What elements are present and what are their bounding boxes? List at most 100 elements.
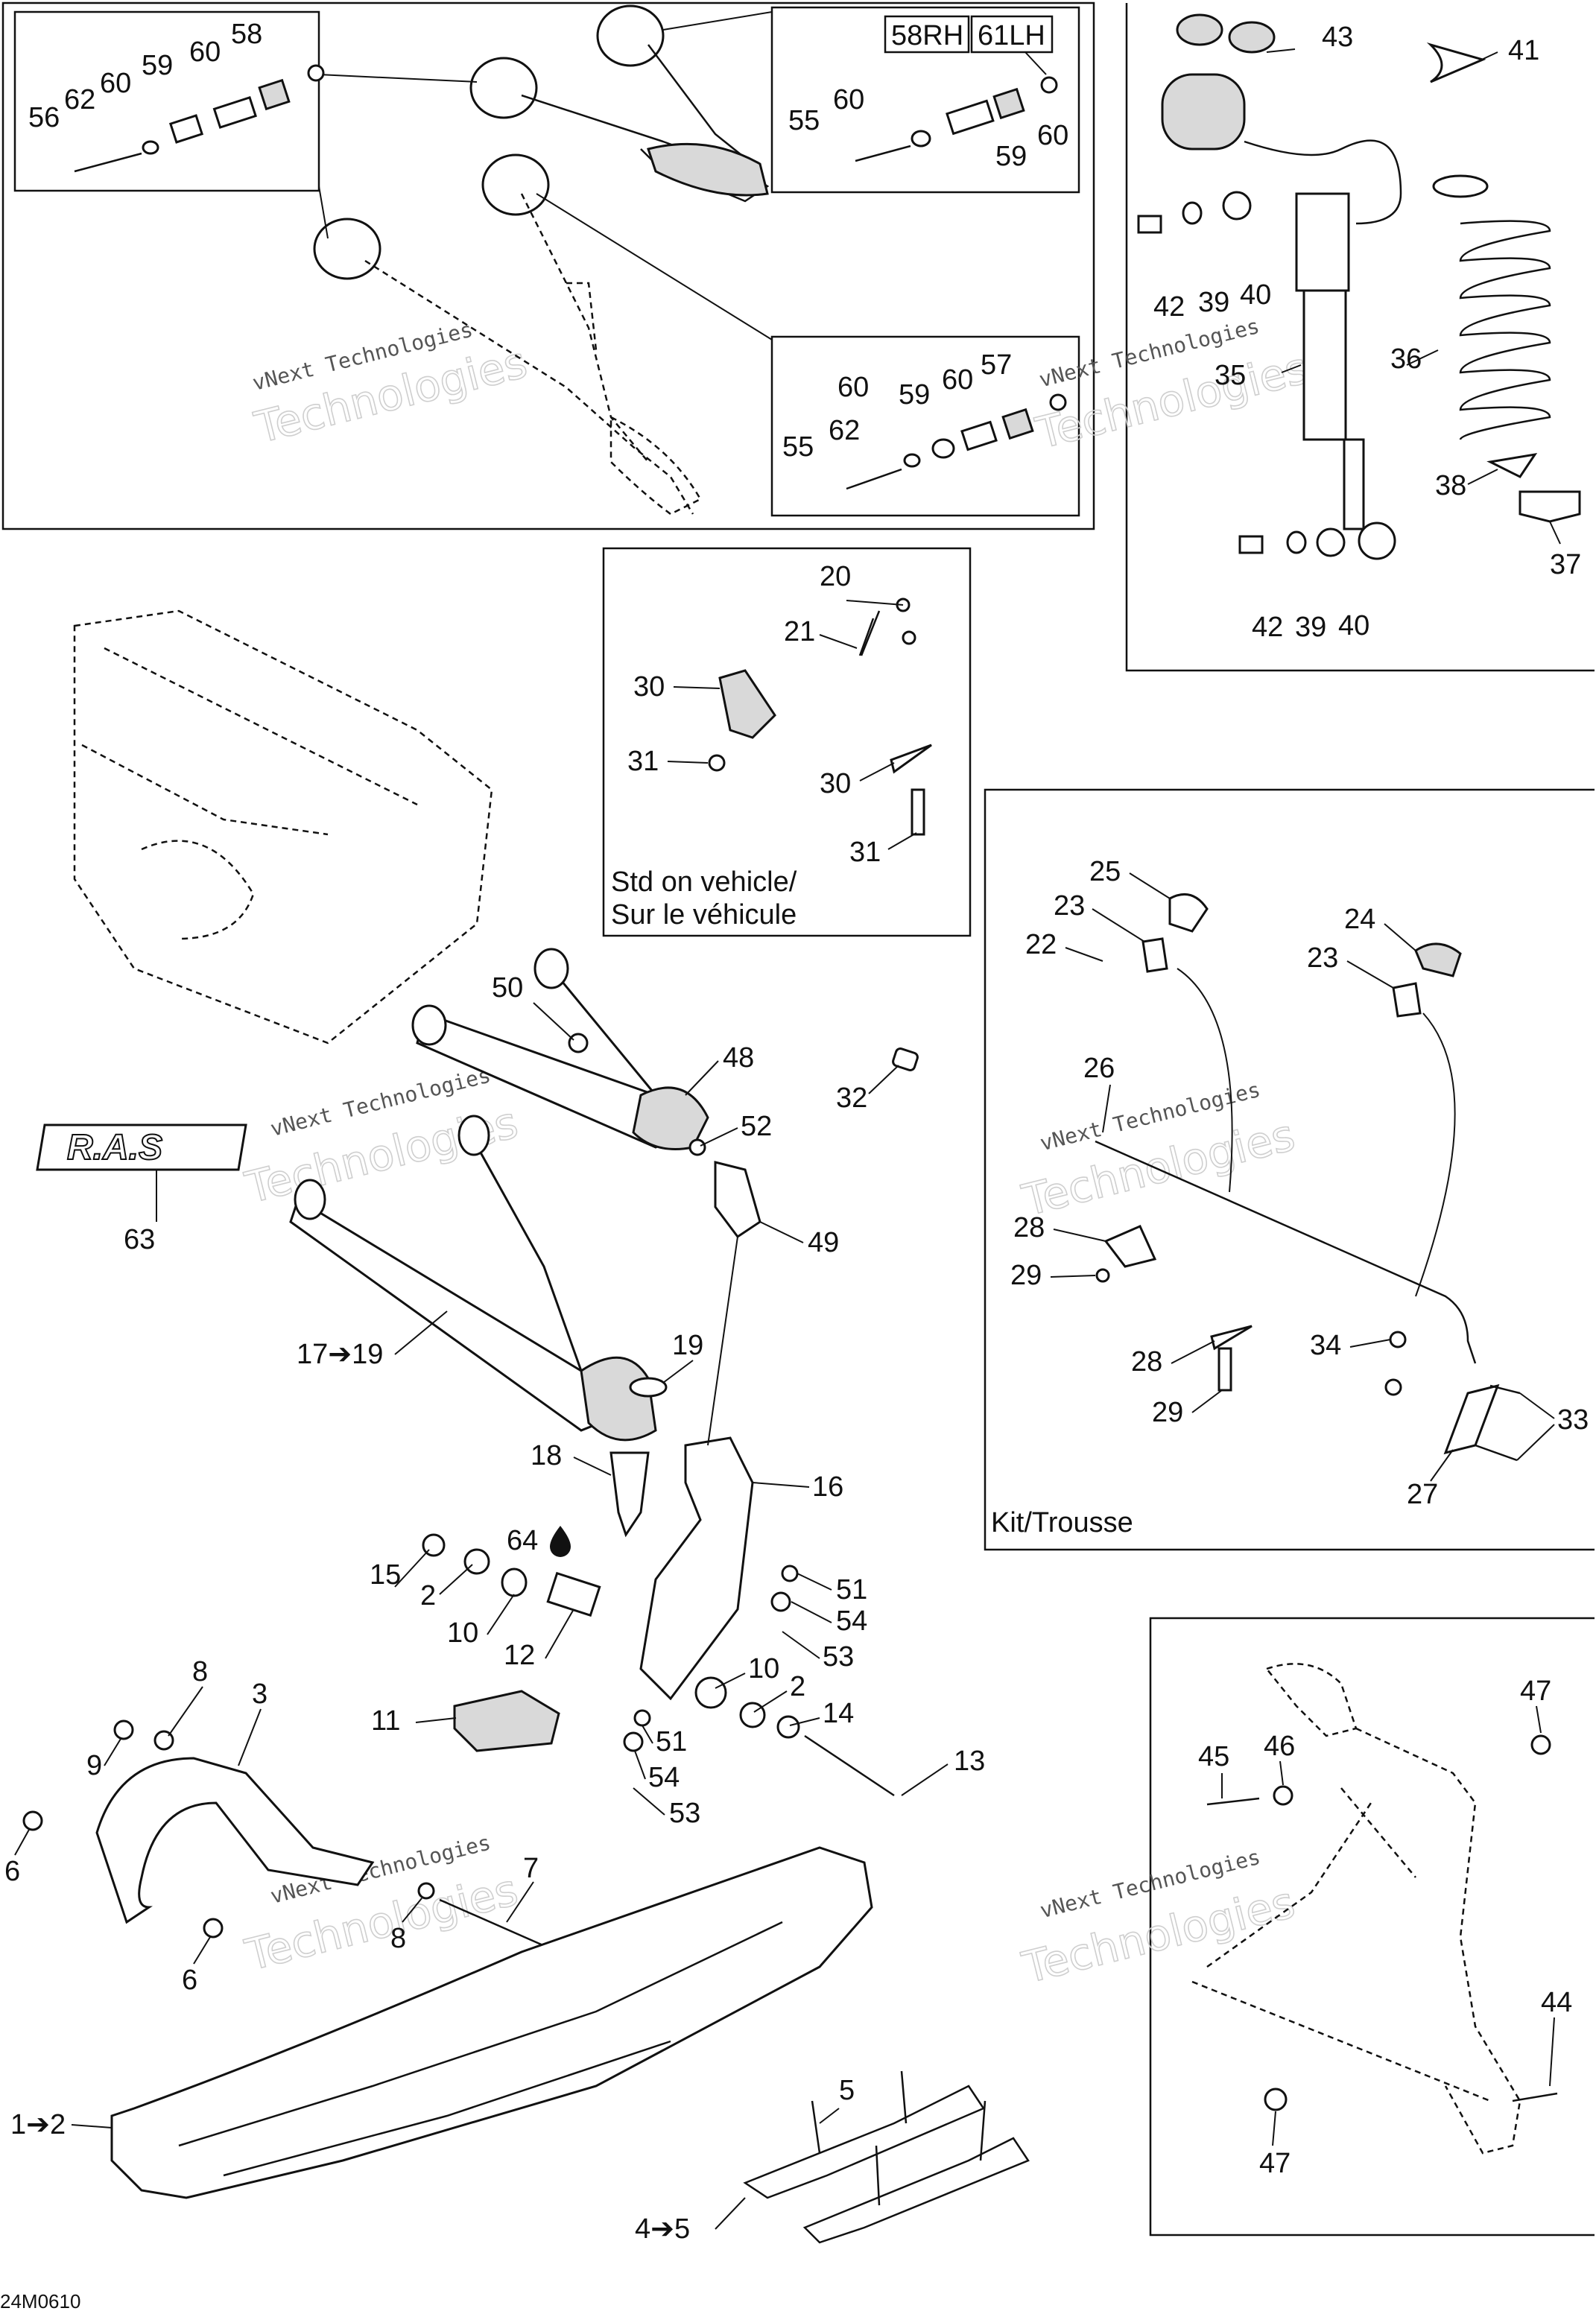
nut-icon bbox=[113, 1719, 134, 1740]
std-artwork bbox=[708, 597, 932, 836]
callout-51: 51 bbox=[836, 1574, 867, 1605]
spring-seat-icon bbox=[1432, 174, 1489, 198]
inset-right-parts bbox=[855, 76, 1058, 162]
callout-59: 59 bbox=[995, 141, 1027, 172]
callout-55: 55 bbox=[782, 431, 814, 463]
sleeve-icon bbox=[946, 99, 995, 136]
bushing-icon bbox=[1414, 942, 1462, 977]
svg-text:R.A.S: R.A.S bbox=[67, 1128, 162, 1167]
callout-60: 60 bbox=[833, 84, 864, 115]
callout-53: 53 bbox=[669, 1798, 700, 1829]
callout-7: 7 bbox=[523, 1853, 539, 1884]
bushing-icon bbox=[1168, 893, 1209, 933]
callout-6: 6 bbox=[182, 1965, 197, 1996]
callout-41: 41 bbox=[1508, 35, 1539, 66]
nut-icon bbox=[568, 1033, 589, 1053]
bolt-icon bbox=[1512, 2092, 1558, 2102]
arm-bushing-inset-right bbox=[770, 6, 1080, 194]
bracket-icon bbox=[718, 669, 776, 739]
spring-icon bbox=[1459, 220, 1551, 440]
spring-retainer-icon bbox=[1486, 452, 1538, 478]
bracket-icon bbox=[1103, 1225, 1157, 1268]
bolt-icon bbox=[74, 152, 142, 173]
washer-icon bbox=[1182, 201, 1203, 225]
screw-icon bbox=[22, 1810, 43, 1831]
callout-62: 62 bbox=[829, 415, 860, 446]
shock-cylinder-icon bbox=[1302, 289, 1347, 441]
nut-icon bbox=[1049, 393, 1067, 411]
arm-bushing-inset-lower bbox=[770, 335, 1080, 517]
callout-51: 51 bbox=[656, 1726, 687, 1757]
stud-icon bbox=[875, 2145, 881, 2206]
sway-bar-artwork bbox=[1095, 893, 1521, 1462]
callout-6: 6 bbox=[4, 1856, 20, 1887]
bushing-icon bbox=[1137, 215, 1162, 234]
bolt-icon bbox=[846, 468, 902, 490]
screw-icon bbox=[203, 1918, 224, 1939]
std-on-vehicle-panel bbox=[602, 547, 972, 937]
lower-arm-icon bbox=[289, 1197, 621, 1432]
washer-icon bbox=[633, 1709, 651, 1727]
arm-bushing-inset-left bbox=[13, 10, 320, 192]
upper-a-arm-bracket-icon bbox=[647, 142, 769, 197]
upper-arm-link-icon bbox=[550, 968, 657, 1096]
std-caption-line2: Sur le véhicule bbox=[611, 899, 797, 931]
ball-joint-icon bbox=[609, 1451, 650, 1538]
ski-icon bbox=[110, 1846, 873, 2199]
sway-bar-icon bbox=[1095, 1140, 1477, 1364]
lower-arm-link-icon bbox=[468, 1132, 583, 1372]
washer-icon bbox=[776, 1715, 800, 1739]
callout-20: 20 bbox=[820, 561, 851, 592]
callout-25: 25 bbox=[1089, 856, 1121, 887]
nut-icon bbox=[1040, 76, 1058, 94]
cable-tie-icon bbox=[1426, 42, 1486, 83]
callout-38: 38 bbox=[1435, 470, 1466, 501]
bushing-icon bbox=[596, 4, 665, 67]
ski-detail-icon bbox=[178, 1921, 783, 2177]
callout-23: 23 bbox=[1307, 942, 1338, 974]
washer-icon bbox=[903, 453, 921, 468]
clamp-icon bbox=[1176, 13, 1223, 46]
callout-47: 47 bbox=[1520, 1676, 1551, 1707]
callout-4-5: 4➔5 bbox=[635, 2213, 690, 2245]
sleeve-icon bbox=[546, 1571, 601, 1617]
callout-40: 40 bbox=[1338, 610, 1369, 641]
washer-icon bbox=[463, 1548, 490, 1575]
spring-stopper-icon bbox=[1519, 490, 1581, 523]
callout-9: 9 bbox=[86, 1750, 102, 1781]
upper-arm-panel bbox=[1, 1, 1095, 530]
nut-icon bbox=[1389, 1331, 1407, 1348]
callout-26: 26 bbox=[1083, 1053, 1115, 1084]
rivet-icon bbox=[708, 754, 726, 772]
callout-44: 44 bbox=[1541, 1987, 1572, 2018]
callout-17-19: 17➔19 bbox=[297, 1339, 383, 1370]
lower-arm-end-icon bbox=[580, 1356, 657, 1442]
bushing-icon bbox=[258, 78, 291, 111]
chassis-detail-icon bbox=[81, 647, 418, 940]
nut-icon bbox=[623, 1731, 644, 1752]
callout-23: 23 bbox=[1054, 890, 1085, 922]
callout-64: 64 bbox=[507, 1525, 538, 1556]
callout-16: 16 bbox=[812, 1471, 843, 1503]
callout-18: 18 bbox=[531, 1440, 562, 1471]
callout-1-2: 1➔2 bbox=[10, 2109, 66, 2140]
callout-22: 22 bbox=[1025, 929, 1057, 960]
callout-2: 2 bbox=[420, 1580, 436, 1611]
washer-icon bbox=[781, 1565, 799, 1582]
link-icon bbox=[1443, 1383, 1500, 1455]
callout-45: 45 bbox=[1198, 1741, 1229, 1772]
washer-icon bbox=[1286, 530, 1307, 554]
kit-caption: Kit/Trousse bbox=[991, 1507, 1133, 1538]
bushing-icon bbox=[501, 1568, 528, 1597]
nut-icon bbox=[1264, 2088, 1288, 2111]
callout-49: 49 bbox=[808, 1227, 839, 1258]
callout-42: 42 bbox=[1252, 612, 1283, 643]
nut-icon bbox=[770, 1591, 791, 1612]
nut-icon bbox=[1384, 1378, 1402, 1396]
callout-60: 60 bbox=[189, 37, 221, 68]
shock-body-icon bbox=[1295, 192, 1350, 292]
callout-56: 56 bbox=[28, 102, 60, 133]
stud-icon bbox=[979, 2100, 987, 2161]
callout-21: 21 bbox=[784, 616, 815, 647]
